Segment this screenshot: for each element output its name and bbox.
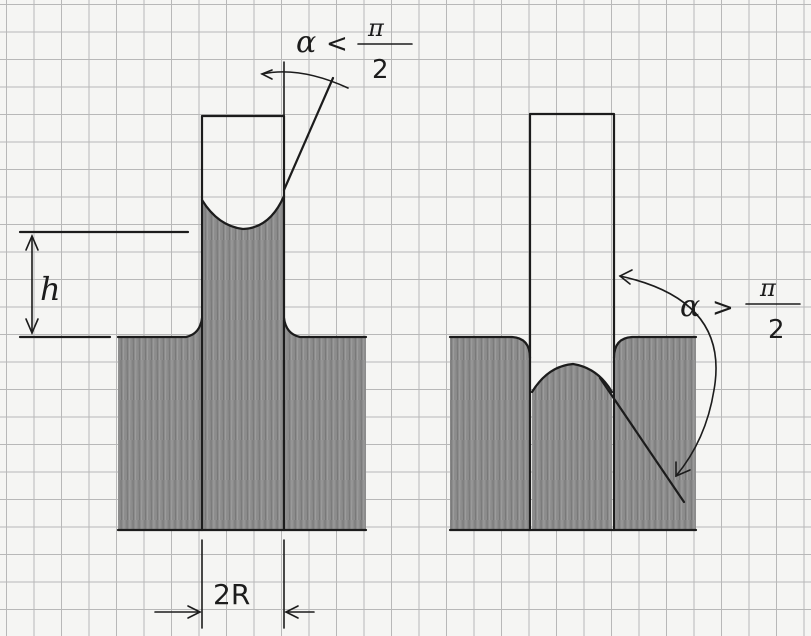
2r-arrow-left: [187, 605, 202, 619]
right-tube: [528, 112, 616, 532]
left-angle-arrowhead: [260, 69, 273, 80]
right-angle-denominator: 2: [768, 315, 785, 345]
height-label: h: [40, 270, 61, 308]
right-angle-arrow-top: [618, 269, 633, 285]
width-label: 2R: [213, 578, 250, 611]
h-arrow-bottom: [25, 318, 39, 336]
right-angle-arrow-bottom: [675, 461, 691, 478]
left-angle-relation: <: [326, 29, 348, 59]
right-liquid-bath-right: [614, 337, 696, 530]
left-figure-wetting: α < π 2 h 2R: [18, 14, 413, 629]
left-tube: [200, 114, 286, 532]
left-bath-surface-left: [116, 316, 204, 339]
left-meniscus-concave: [200, 194, 286, 231]
left-bath-surface-right: [282, 316, 368, 339]
left-tangent-line: [282, 76, 335, 192]
left-angle-arc: [261, 71, 349, 89]
right-angle-arc: [619, 275, 717, 477]
h-arrow-top: [25, 233, 39, 251]
right-figure-nonwetting: α > π 2: [448, 112, 801, 532]
right-liquid-bath-left: [450, 337, 530, 530]
right-tangent-line: [598, 376, 686, 504]
right-angle-symbol: α: [680, 289, 700, 324]
left-angle-symbol: α: [296, 25, 316, 60]
left-liquid-bath: [118, 196, 366, 530]
right-liquid-in-tube: [532, 364, 612, 530]
right-angle-numerator: π: [759, 274, 777, 302]
2r-arrow-right: [284, 605, 299, 619]
left-angle-numerator: π: [367, 14, 385, 42]
right-angle-relation: >: [712, 293, 734, 323]
left-angle-denominator: 2: [372, 55, 389, 85]
right-meniscus-convex: [530, 362, 614, 394]
